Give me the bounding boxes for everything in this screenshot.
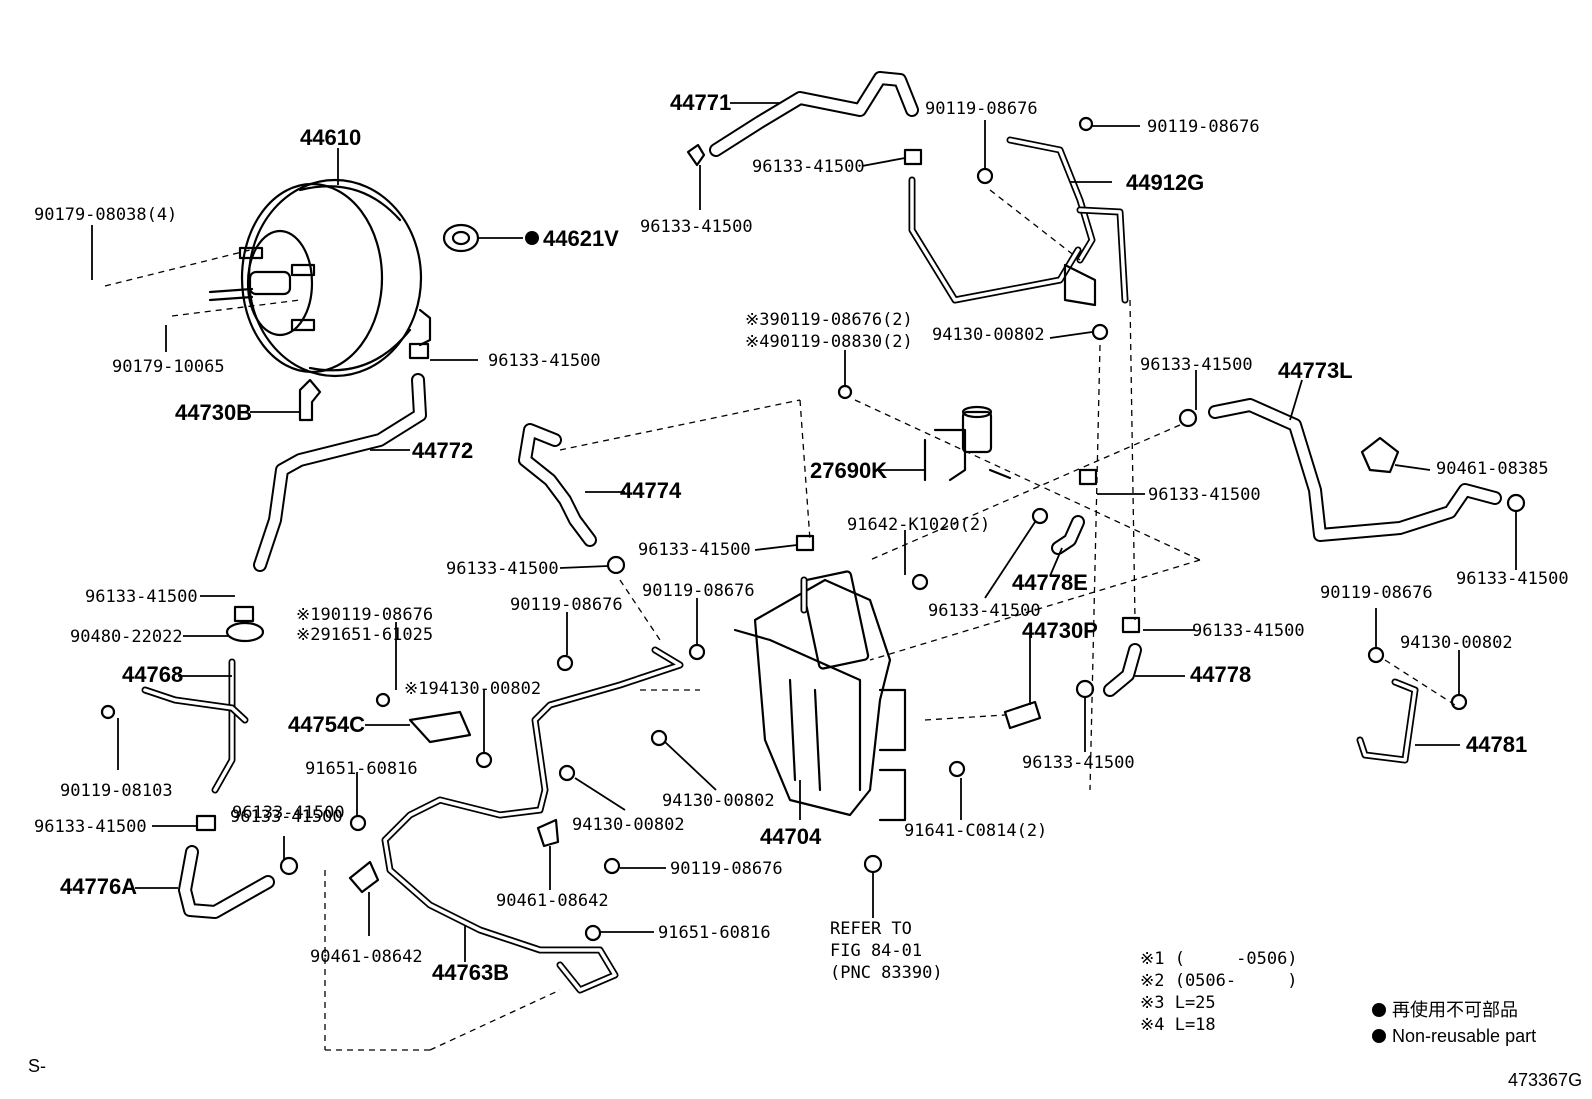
label-90461-08385: 90461-08385 [1436,459,1549,479]
refer-line3: (PNC 83390) [830,963,943,983]
label-note2: ※291651-61025 [296,625,433,645]
label-90119-08676-r: 90119-08676 [1320,583,1433,603]
pipe-44768-drawing [100,605,265,832]
legend: 再使用不可部品 Non-reusable part [1372,1000,1536,1046]
label-44778e: 44778E [1012,570,1088,595]
label-91651-60816-a: 91651-60816 [305,759,418,779]
label-96133-mid2: 96133-41500 [638,540,751,560]
label-44730b: 44730B [175,400,252,425]
pipe-44763b-drawing [348,643,706,994]
label-note1b: ※194130-00802 [404,679,541,699]
footnote-2: ※2 (0506- ) [1140,971,1298,991]
label-96133-booster: 96133-41500 [488,351,601,371]
label-44763b: 44763B [432,960,509,985]
label-90119-08676-top2: 90119-08676 [1147,117,1260,137]
label-90461-08642-b: 90461-08642 [496,891,609,911]
hose-44776a-drawing [178,845,299,919]
label-90119-08676-mid1: 90119-08676 [510,595,623,615]
label-94130-mid2: 94130-00802 [572,815,685,835]
corner-left-code: S- [28,1056,46,1076]
label-96133-top-a: 96133-41500 [640,217,753,237]
label-94130-mid1: 94130-00802 [662,791,775,811]
refer-line2: FIG 84-01 [830,941,922,961]
label-90179-08038: 90179-08038(4) [34,205,177,225]
label-90461-08642-a: 90461-08642 [310,947,423,967]
label-note1: ※190119-08676 [296,605,433,625]
figure-code: 473367G [1508,1070,1582,1090]
label-44771: 44771 [670,90,731,115]
label-90119-08676-low: 90119-08676 [670,859,783,879]
brake-booster-drawing [208,178,432,378]
vsv-27690k-drawing [837,384,1012,482]
hose-44772-drawing [253,342,430,572]
label-96133-mid1: 96133-41500 [446,559,559,579]
label-96133-mid3: 96133-41500 [928,601,1041,621]
label-96133-r4: 96133-41500 [1192,621,1305,641]
label-note4: ※490119-08830(2) [745,332,913,352]
hose-44773l-drawing [1178,398,1526,542]
legend-jp: 再使用不可部品 [1392,1000,1518,1020]
hose-44778e-drawing [1031,468,1098,555]
footnotes: ※1 ( -0506) ※2 (0506- ) ※3 L=25 ※4 L=18 [1140,949,1298,1035]
vacuum-tank-44704-drawing [733,534,1042,918]
label-96133-top-b: 96133-41500 [752,157,865,177]
label-96133-right1: 96133-41500 [1140,355,1253,375]
part-labels: 44610 90179-08038(4) 90179-10065 44621V … [34,90,1569,985]
label-44773l: 44773L [1278,358,1353,383]
label-96133-right2: 96133-41500 [1148,485,1261,505]
bracket-44912g-drawing [976,116,1129,341]
label-27690k: 27690K [810,458,887,483]
dashed-guides [104,189,1456,1051]
label-44621v: 44621V [543,226,619,251]
bracket-44781-drawing [1356,646,1468,764]
label-44781: 44781 [1466,732,1527,757]
label-96133-r5: 96133-41500 [1022,753,1135,773]
label-44774: 44774 [620,478,682,503]
label-44776a: 44776A [60,874,137,899]
label-96133-left2: 96133-41500 [34,817,147,837]
label-90119-08676-mid2: 90119-08676 [642,581,755,601]
footnote-4: ※4 L=18 [1140,1015,1216,1035]
label-96133-left1: 96133-41500 [85,587,198,607]
label-44610: 44610 [300,125,361,150]
label-90480-22022: 90480-22022 [70,627,183,647]
label-94130-top: 94130-00802 [932,325,1045,345]
label-90179-10065: 90179-10065 [112,357,225,377]
footnote-1: ※1 ( -0506) [1140,949,1298,969]
label-90119-08676-top1: 90119-08676 [925,99,1038,119]
legend-dot-jp [1372,1003,1386,1017]
label-44704: 44704 [760,824,822,849]
label-44772: 44772 [412,438,473,463]
label-44912g: 44912G [1126,170,1204,195]
hose-44774-drawing [518,423,626,575]
label-90119-08103: 90119-08103 [60,781,173,801]
refer-line1: REFER TO [830,919,912,939]
leader-lines [91,102,1517,962]
label-91651-60816-b: 91651-60816 [658,923,771,943]
hose-44778-drawing [1075,616,1142,699]
label-44754c: 44754C [288,712,365,737]
legend-dot-en [1372,1029,1386,1043]
label-note3: ※390119-08676(2) [745,310,913,330]
refer-note: REFER TO FIG 84-01 (PNC 83390) [830,919,943,983]
label-44778: 44778 [1190,662,1251,687]
legend-en: Non-reusable part [1392,1026,1536,1046]
seal-44621v-drawing [442,223,539,253]
label-96133-lower: 96133-41500 [230,807,343,827]
non-reusable-marker [525,231,539,245]
label-91641: 91641-C0814(2) [904,821,1047,841]
label-96133-right3: 96133-41500 [1456,569,1569,589]
label-91642: 91642-K1020(2) [847,515,990,535]
label-96133-bottom: 96133-41500 [232,803,345,823]
label-94130-r: 94130-00802 [1400,633,1513,653]
label-44730p: 44730P [1022,618,1098,643]
label-44768: 44768 [122,662,183,687]
footnote-3: ※3 L=25 [1140,993,1216,1013]
